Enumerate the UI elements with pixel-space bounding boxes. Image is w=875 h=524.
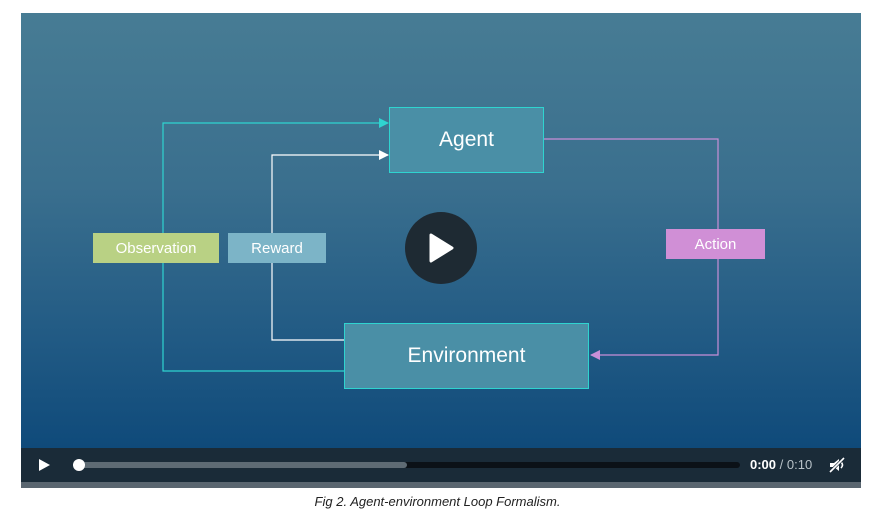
play-button[interactable] bbox=[36, 457, 52, 473]
agent-box: Agent bbox=[389, 107, 544, 173]
seek-bar[interactable] bbox=[73, 459, 740, 471]
muted-speaker-icon bbox=[827, 455, 847, 475]
buffered-progress bbox=[73, 462, 407, 468]
play-icon bbox=[39, 459, 50, 471]
observation-label: Observation bbox=[93, 233, 219, 263]
video-frame[interactable]: Agent Environment Observation Reward Act… bbox=[21, 13, 861, 448]
seek-handle[interactable] bbox=[73, 459, 85, 471]
environment-box: Environment bbox=[344, 323, 589, 389]
time-separator: / bbox=[779, 457, 784, 472]
figure-caption: Fig 2. Agent-environment Loop Formalism. bbox=[314, 494, 561, 509]
reward-label: Reward bbox=[228, 233, 326, 263]
action-label: Action bbox=[666, 229, 765, 259]
time-display: 0:00 / 0:10 bbox=[750, 457, 812, 472]
control-bar: 0:00 / 0:10 bbox=[21, 448, 861, 482]
current-time: 0:00 bbox=[750, 457, 777, 472]
big-play-button[interactable] bbox=[405, 212, 477, 284]
control-bar-edge bbox=[21, 482, 861, 488]
video-player[interactable]: Agent Environment Observation Reward Act… bbox=[21, 13, 861, 488]
play-icon bbox=[429, 233, 454, 263]
duration: 0:10 bbox=[786, 457, 813, 472]
mute-button[interactable] bbox=[827, 455, 847, 475]
